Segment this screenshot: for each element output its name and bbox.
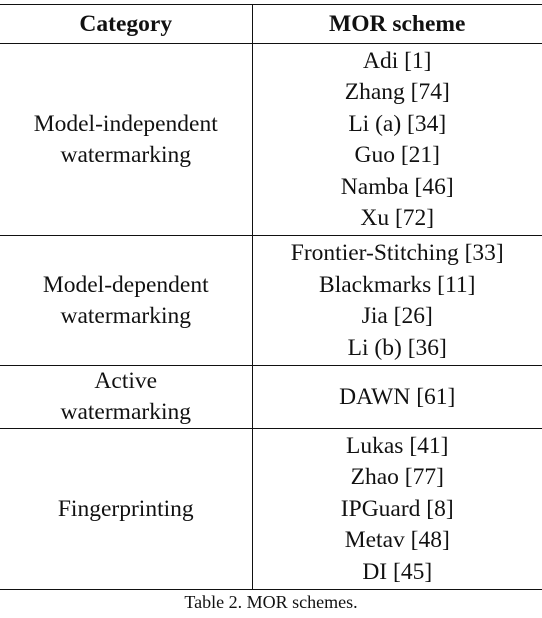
scheme-entry: DAWN [61] xyxy=(339,383,456,410)
scheme-entry: Adi [1] xyxy=(362,48,432,74)
category-cell: Active watermarking xyxy=(0,365,253,429)
scheme-cell: Lukas [41] Zhao [77] IPGuard [8] Metav [… xyxy=(252,428,542,591)
category-cell: Fingerprinting xyxy=(0,428,253,591)
scheme-entry: Zhao [77] xyxy=(350,464,444,491)
category-line: Model-independent xyxy=(33,110,218,137)
scheme-entry: DI [45] xyxy=(362,558,433,585)
scheme-cell: Adi [1] Zhang [74] Li (a) [34] Guo [21] … xyxy=(252,42,542,236)
scheme-entry: Li (b) [36] xyxy=(347,334,447,361)
scheme-entry: Xu [72] xyxy=(360,205,435,232)
category-line: Active xyxy=(94,368,158,395)
table-row: Model-independent watermarking Adi [1] Z… xyxy=(0,42,542,236)
table-caption: Table 2. MOR schemes. xyxy=(184,592,358,612)
scheme-entry: Lukas [41] xyxy=(346,433,449,460)
category-line: watermarking xyxy=(60,302,191,329)
category-cell: Model-dependent watermarking xyxy=(0,235,253,366)
header-mor-scheme: MOR scheme xyxy=(252,4,542,44)
category-line: watermarking xyxy=(60,141,191,168)
scheme-entry: Jia [26] xyxy=(361,303,433,330)
mor-table-container: Category MOR scheme Model-independent wa… xyxy=(0,4,542,591)
scheme-entry: Guo [21] xyxy=(354,142,441,169)
table-row: Active watermarking DAWN [61] xyxy=(0,365,542,429)
scheme-cell: DAWN [61] xyxy=(252,365,542,429)
table-row: Model-dependent watermarking Frontier-St… xyxy=(0,235,542,366)
scheme-entry: Frontier-Stitching [33] xyxy=(290,240,504,267)
category-line: watermarking xyxy=(60,399,191,426)
category-line: Model-dependent xyxy=(42,271,209,298)
header-category: Category xyxy=(0,4,253,44)
scheme-entry: Li (a) [34] xyxy=(348,110,447,137)
mor-schemes-table: Category MOR scheme Model-independent wa… xyxy=(0,4,542,591)
scheme-entry: Zhang [74] xyxy=(344,79,450,106)
scheme-entry: Blackmarks [11] xyxy=(319,271,476,298)
scheme-entry: IPGuard [8] xyxy=(340,495,454,522)
table-row: Fingerprinting Lukas [41] Zhao [77] IPGu… xyxy=(0,428,542,591)
category-line: Fingerprinting xyxy=(57,495,194,522)
scheme-cell: Frontier-Stitching [33] Blackmarks [11] … xyxy=(252,235,542,366)
table-header-row: Category MOR scheme xyxy=(0,4,542,44)
category-cell: Model-independent watermarking xyxy=(0,42,253,236)
scheme-entry: Metav [48] xyxy=(344,527,450,554)
scheme-entry: Namba [46] xyxy=(340,173,454,200)
